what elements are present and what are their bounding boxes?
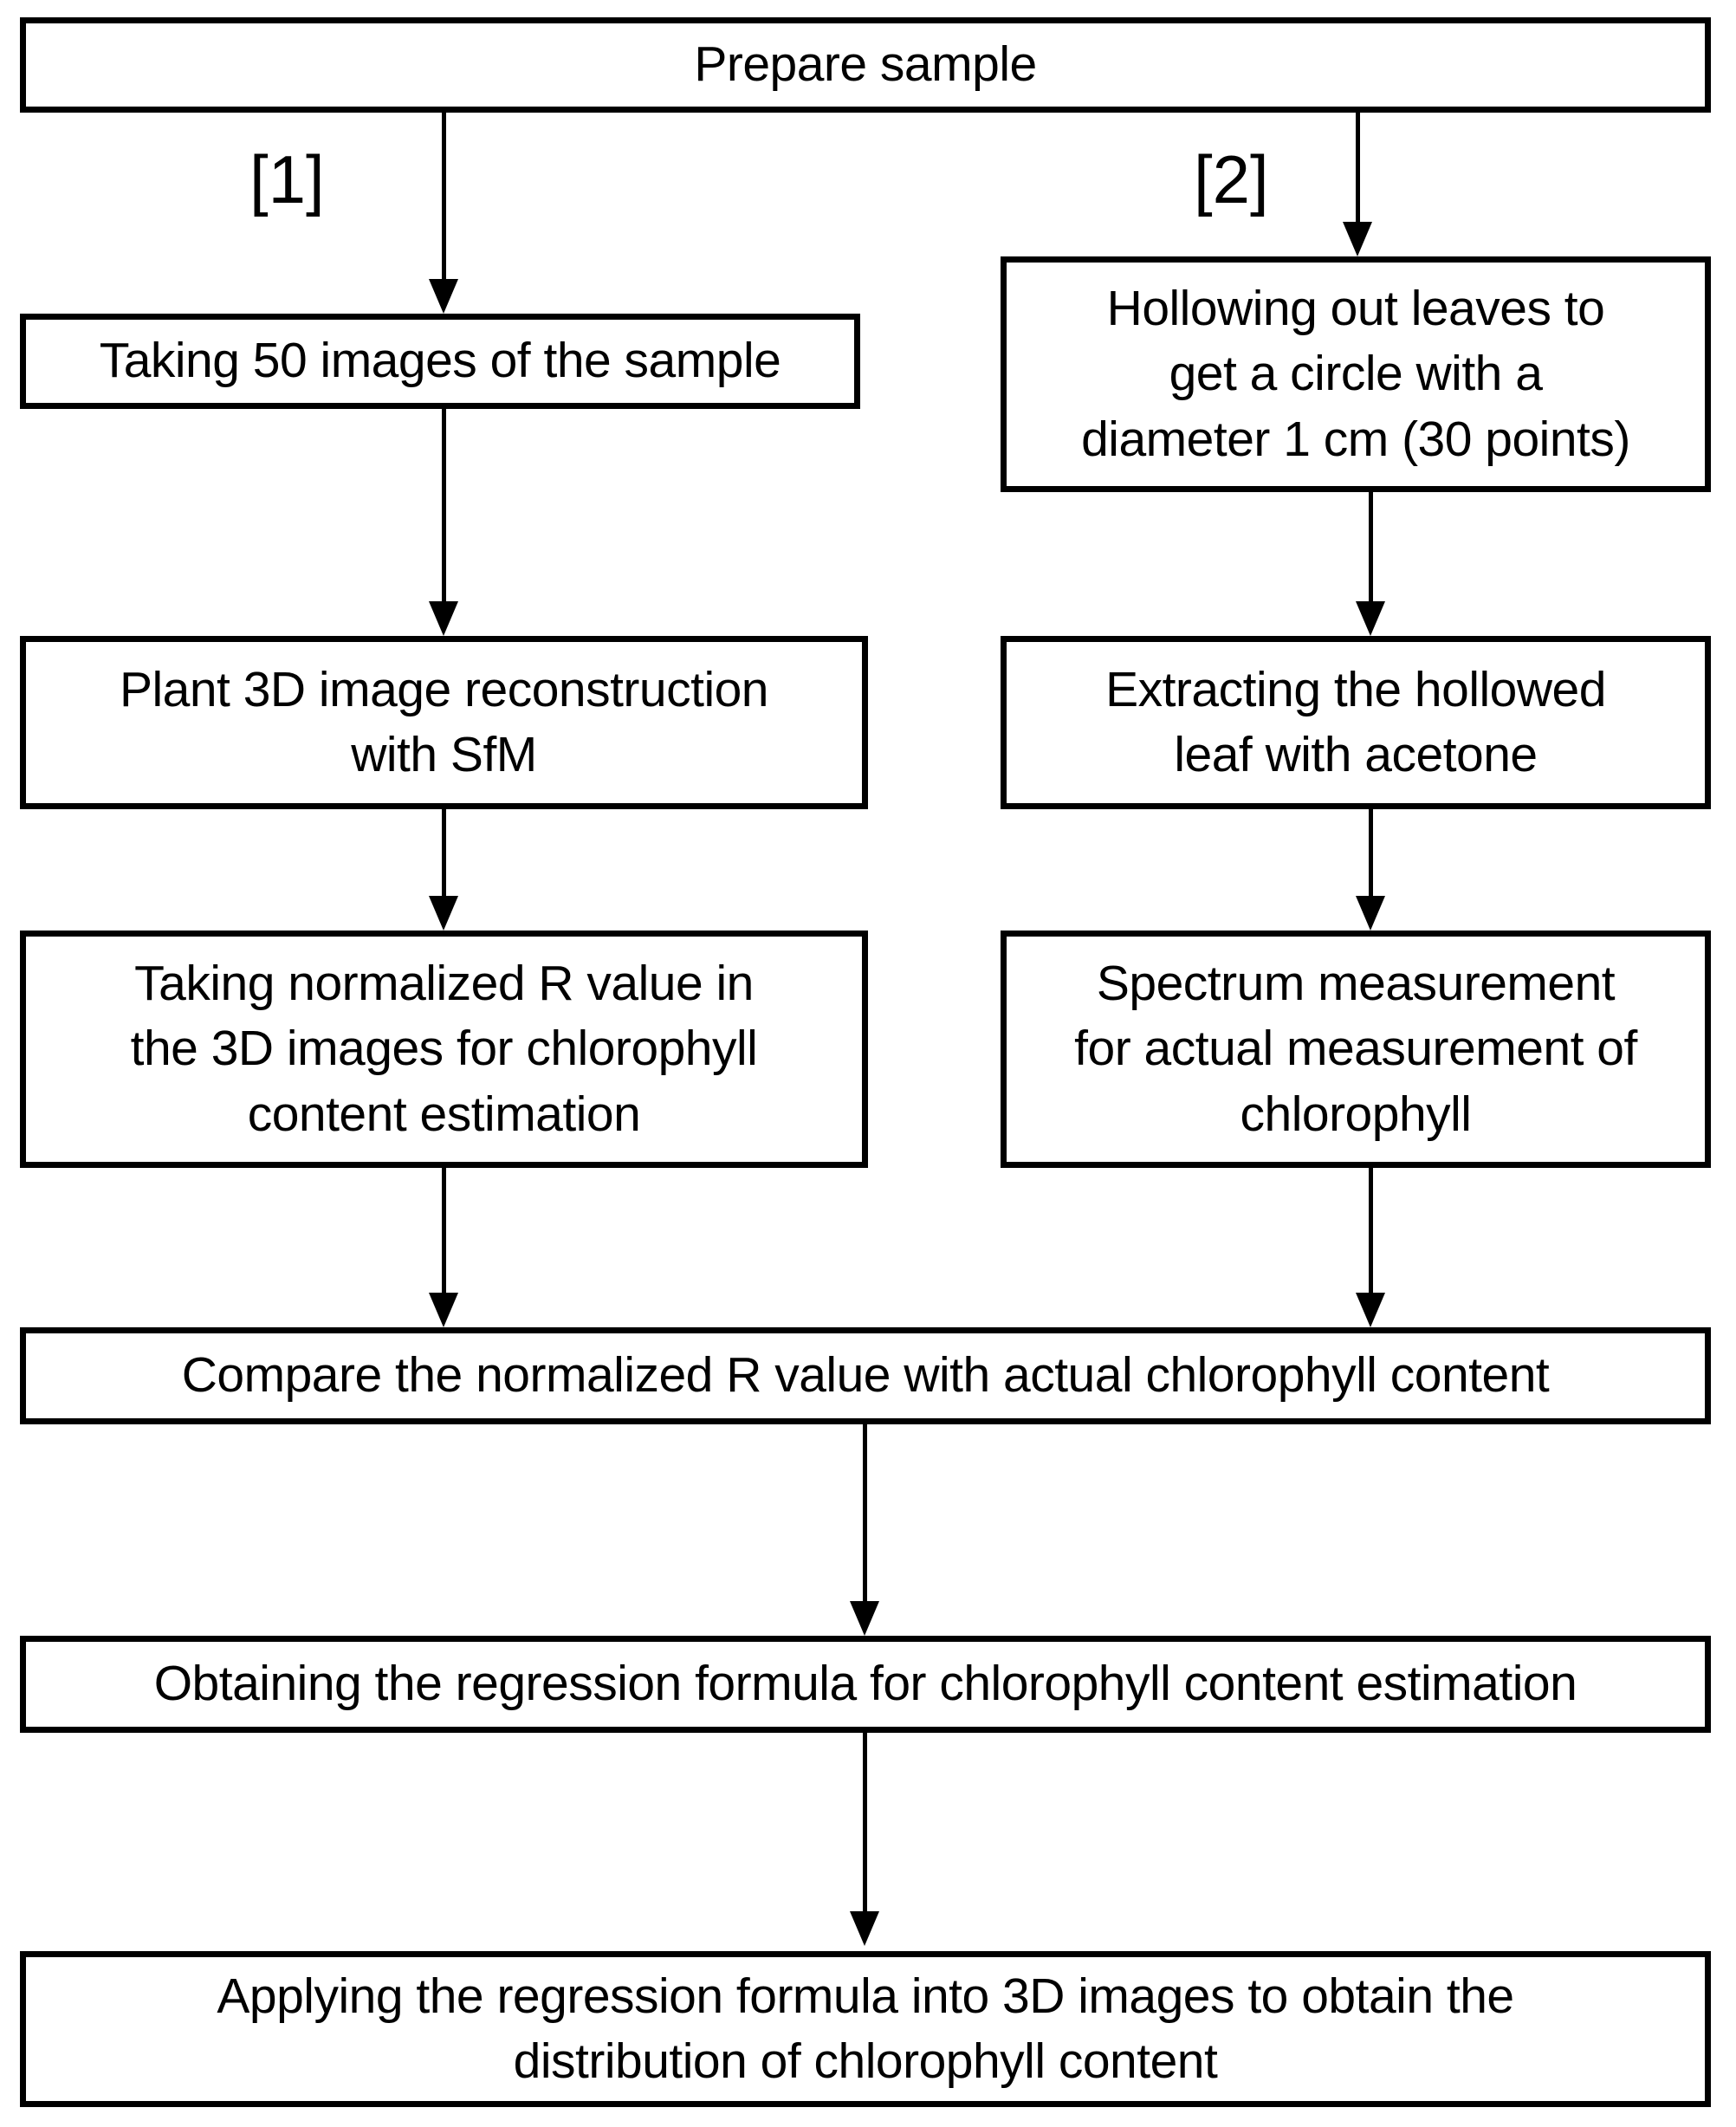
- edge-stem: [863, 1424, 867, 1601]
- node-extracting-hollowed-leaf[interactable]: Extracting the hollowed leaf with aceton…: [1001, 636, 1711, 809]
- node-applying-regression-formula-label: Applying the regression formula into 3D …: [217, 1968, 1514, 2089]
- node-spectrum-measurement-label: Spectrum measurement for actual measurem…: [1074, 956, 1637, 1142]
- edge-stem: [1356, 113, 1360, 222]
- node-taking-normalized-r-value-label: Taking normalized R value in the 3D imag…: [130, 956, 758, 1142]
- arrowhead-icon: [1356, 601, 1385, 636]
- node-spectrum-measurement[interactable]: Spectrum measurement for actual measurem…: [1001, 931, 1711, 1168]
- edge-stem: [1369, 492, 1373, 601]
- node-hollowing-out-leaves-label: Hollowing out leaves to get a circle wit…: [1081, 281, 1630, 467]
- arrowhead-icon: [1356, 896, 1385, 931]
- arrowhead-icon: [429, 1293, 458, 1327]
- arrowhead-icon: [850, 1601, 879, 1636]
- arrowhead-icon: [429, 279, 458, 314]
- edge-stem: [442, 809, 446, 896]
- edge-prepare-to-taking50: [429, 113, 458, 314]
- node-compare-normalized-r-label: Compare the normalized R value with actu…: [181, 1347, 1550, 1404]
- branch-label-2: [2]: [1194, 141, 1269, 217]
- edge-stem: [1369, 809, 1373, 896]
- node-prepare-sample[interactable]: Prepare sample: [20, 17, 1711, 113]
- arrowhead-icon: [429, 896, 458, 931]
- edge-prepare-to-hollowing: [1343, 113, 1372, 256]
- edge-stem: [442, 409, 446, 601]
- node-taking-normalized-r-value[interactable]: Taking normalized R value in the 3D imag…: [20, 931, 868, 1168]
- node-taking-50-images[interactable]: Taking 50 images of the sample: [20, 314, 860, 409]
- node-plant-3d-reconstruction-label: Plant 3D image reconstruction with SfM: [119, 661, 769, 782]
- edge-stem: [442, 1168, 446, 1293]
- node-obtaining-regression-formula-label: Obtaining the regression formula for chl…: [153, 1656, 1577, 1712]
- branch-label-1: [1]: [249, 141, 325, 217]
- edge-obtaining-to-applying: [850, 1733, 879, 1946]
- node-hollowing-out-leaves[interactable]: Hollowing out leaves to get a circle wit…: [1001, 256, 1711, 492]
- node-obtaining-regression-formula[interactable]: Obtaining the regression formula for chl…: [20, 1636, 1711, 1733]
- node-applying-regression-formula[interactable]: Applying the regression formula into 3D …: [20, 1951, 1711, 2107]
- node-compare-normalized-r[interactable]: Compare the normalized R value with actu…: [20, 1327, 1711, 1424]
- edge-taking50-to-reconstruction: [429, 409, 458, 636]
- edge-stem: [1369, 1168, 1373, 1293]
- edge-normalized-r-to-compare: [429, 1168, 458, 1327]
- arrowhead-icon: [429, 601, 458, 636]
- edge-stem: [442, 113, 446, 279]
- arrowhead-icon: [850, 1911, 879, 1946]
- edge-stem: [863, 1733, 867, 1911]
- edge-reconstruction-to-normalized-r: [429, 809, 458, 931]
- edge-spectrum-to-compare: [1356, 1168, 1385, 1327]
- edge-extracting-to-spectrum: [1356, 809, 1385, 931]
- edge-compare-to-obtaining: [850, 1424, 879, 1636]
- node-prepare-sample-label: Prepare sample: [694, 36, 1037, 93]
- edge-hollowing-to-extracting: [1356, 492, 1385, 636]
- arrowhead-icon: [1356, 1293, 1385, 1327]
- node-extracting-hollowed-leaf-label: Extracting the hollowed leaf with aceton…: [1105, 661, 1606, 782]
- node-taking-50-images-label: Taking 50 images of the sample: [99, 333, 781, 389]
- arrowhead-icon: [1343, 222, 1372, 256]
- node-plant-3d-reconstruction[interactable]: Plant 3D image reconstruction with SfM: [20, 636, 868, 809]
